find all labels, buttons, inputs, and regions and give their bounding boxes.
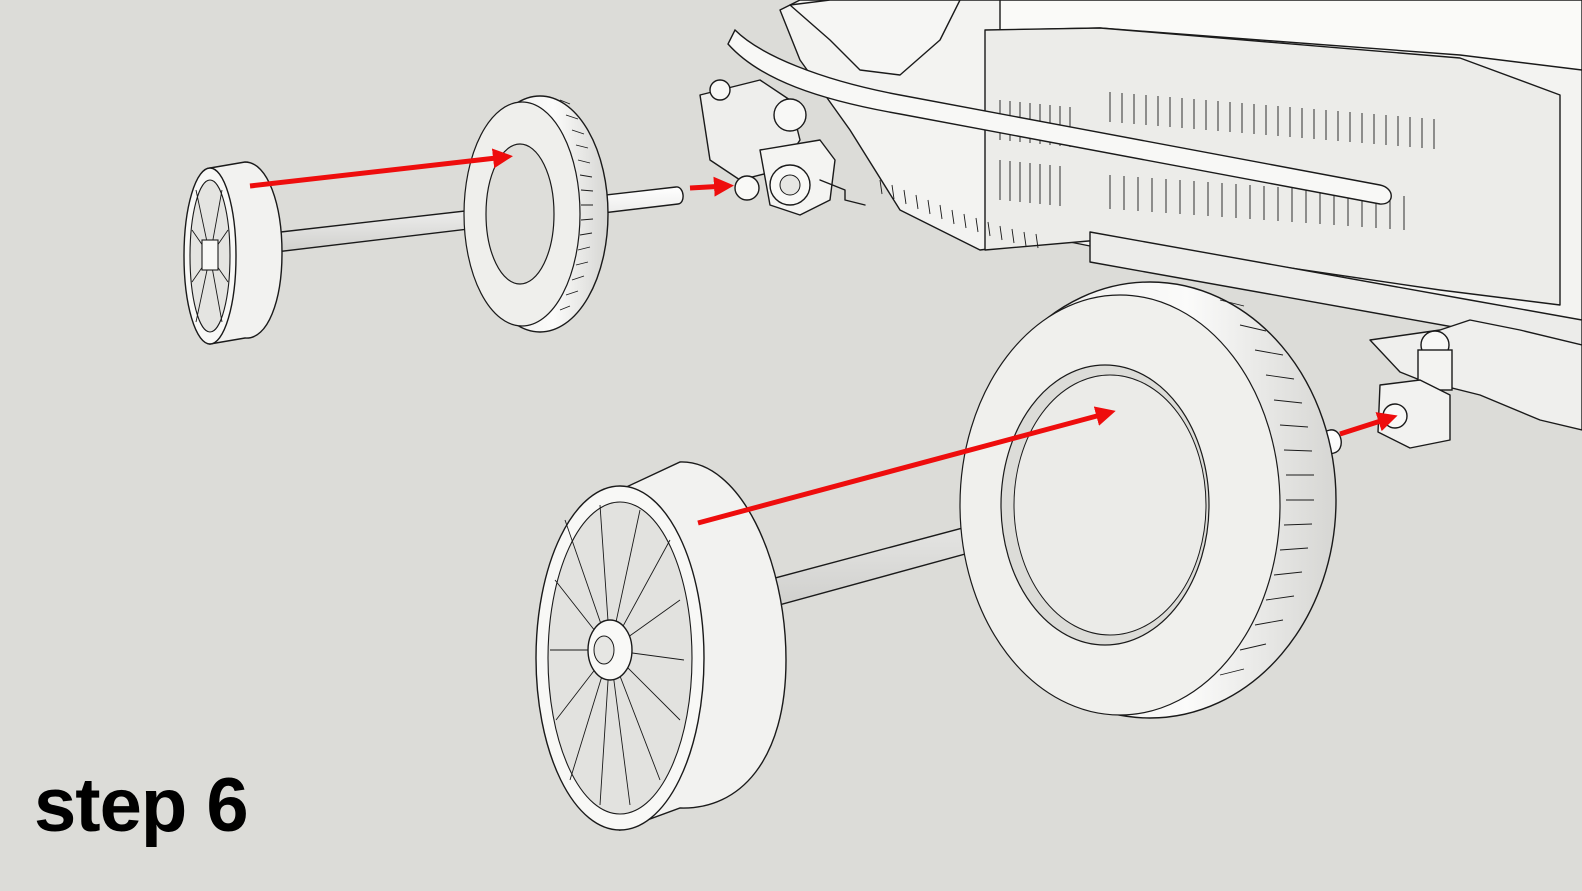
step-label: step 6	[34, 763, 249, 848]
rim-large	[535, 461, 787, 832]
rim-small	[183, 161, 283, 345]
exhaust-pipe	[727, 28, 1392, 205]
front-hub-socket	[1382, 403, 1408, 429]
rear-wheel-assembly	[183, 95, 684, 345]
red-arrow-icon	[697, 406, 1116, 526]
red-arrow-icon	[249, 148, 513, 189]
tire-large	[959, 281, 1337, 719]
hood-louvres-upper	[1109, 92, 1435, 149]
assembly-arrows	[249, 148, 1398, 526]
spring-column	[1417, 349, 1453, 391]
car-body	[699, 0, 1582, 449]
cowl	[789, 0, 961, 76]
front-wheel-assembly	[535, 281, 1342, 832]
sill-vents	[879, 179, 1039, 249]
frame-rail	[1089, 231, 1582, 346]
tire-small	[463, 95, 609, 333]
rear-suspension	[699, 79, 866, 216]
red-arrow-icon	[1339, 412, 1398, 437]
red-arrow-icon	[689, 176, 734, 197]
hood-louvres-lower	[1109, 175, 1405, 230]
rear-hub-socket	[734, 175, 760, 201]
